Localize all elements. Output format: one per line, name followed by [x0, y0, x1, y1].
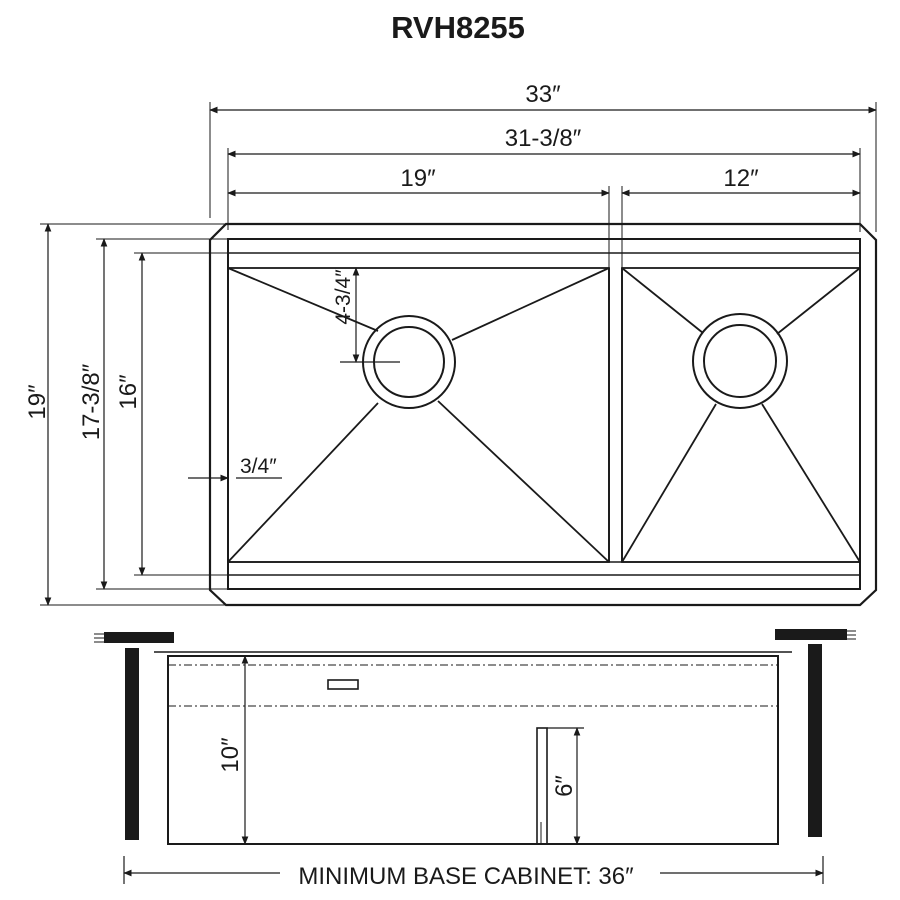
- model-title: RVH8255: [391, 10, 525, 45]
- right-bowl-outline: [621, 267, 861, 563]
- countertop-right: [775, 629, 856, 640]
- sink-flange: [208, 222, 878, 607]
- left-bowl: [227, 267, 610, 563]
- sink-side-profile: [154, 651, 792, 845]
- divider-height-label: 6″: [551, 775, 578, 797]
- cabinet-width-label: MINIMUM BASE CABINET: 36″: [298, 863, 634, 890]
- right-drain-inner: [703, 324, 777, 398]
- width-dimensions: [209, 106, 877, 197]
- top-view: 33″ 31-3/8″ 19″ 12″ 19″ 17-3/8″ 16″: [24, 81, 878, 607]
- depth-dimensions: [44, 223, 146, 606]
- cabinet-wall-right: [808, 644, 822, 837]
- drain-offset-label: 4-3/4″: [332, 269, 355, 325]
- sink-body-side: [167, 655, 779, 845]
- bowl-divider: [608, 268, 623, 562]
- overflow-slot: [327, 679, 359, 690]
- overall-depth-label: 19″: [24, 384, 51, 420]
- bowl-depth-label: 16″: [115, 374, 142, 410]
- right-bowl: [621, 267, 861, 563]
- right-bowl-width-label: 12″: [723, 165, 759, 192]
- right-drain-outer: [692, 313, 788, 409]
- low-divider-side: [536, 727, 548, 845]
- left-bowl-width-label: 19″: [400, 165, 436, 192]
- extension-lines: [40, 102, 877, 606]
- left-bowl-outline: [227, 267, 610, 563]
- bowl-height-label: 10″: [217, 737, 244, 773]
- inner-width-label: 31-3/8″: [505, 125, 582, 152]
- cabinet-wall-left: [125, 648, 139, 840]
- sink-inner-rim: [227, 238, 861, 590]
- height-dimensions: [241, 655, 584, 845]
- countertop-left: [94, 632, 174, 643]
- overall-width-label: 33″: [525, 81, 561, 108]
- drain-offset-callout: [340, 267, 400, 363]
- ledge-width-label: 3/4″: [240, 455, 277, 478]
- inner-depth-label: 17-3/8″: [78, 363, 105, 440]
- side-view: 10″ 6″ MINIMUM BASE CABINET: 36″: [94, 629, 856, 890]
- cabinet-width-dimension: [123, 856, 824, 884]
- sink-outline: [208, 222, 878, 607]
